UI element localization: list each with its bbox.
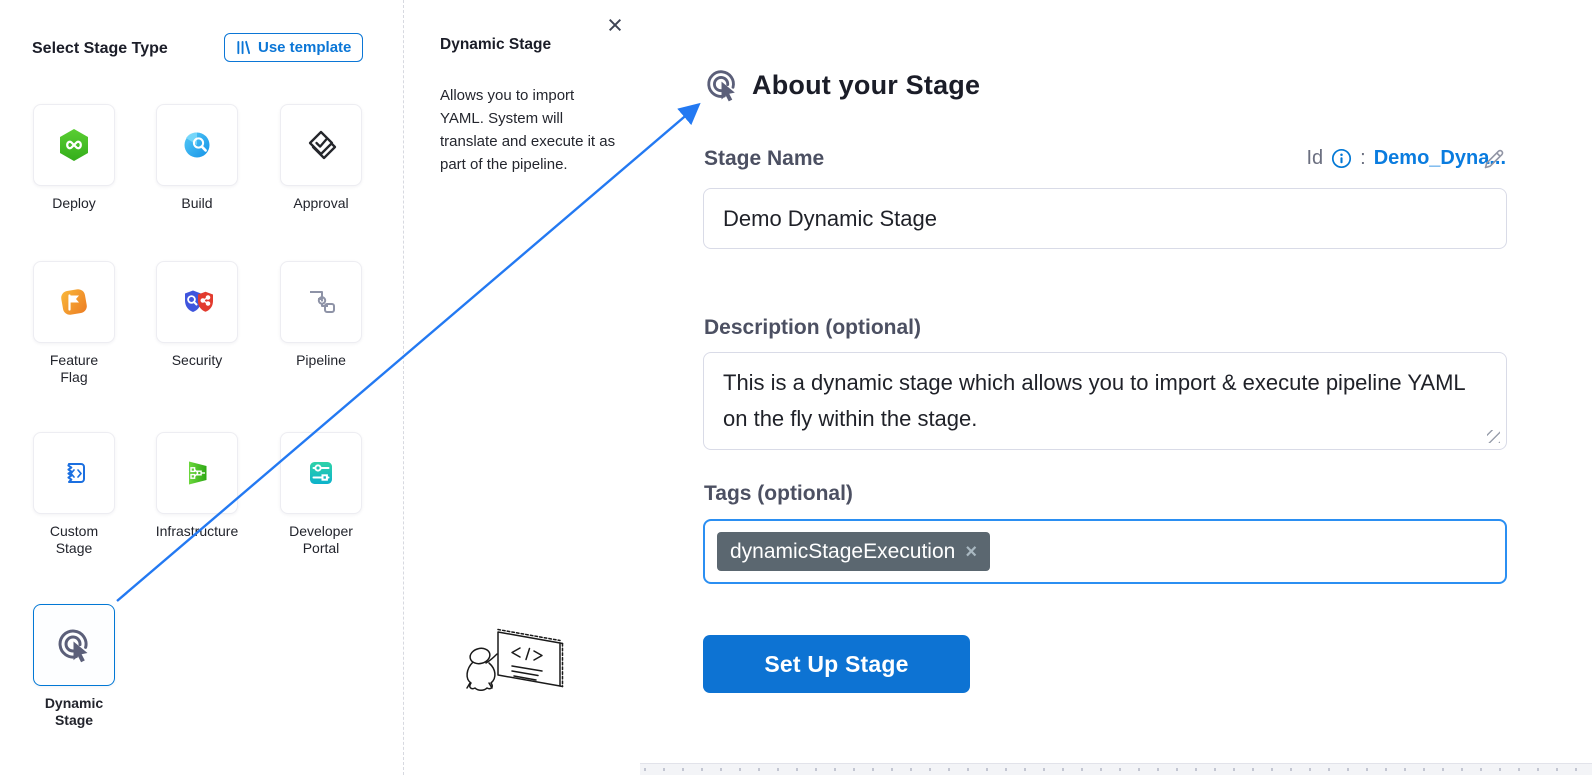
stage-label: Infrastructure xyxy=(155,523,239,539)
custom-stage-icon xyxy=(67,463,85,483)
about-stage-header: About your Stage xyxy=(703,66,980,104)
setup-stage-button[interactable]: Set Up Stage xyxy=(703,635,970,693)
tag-remove-icon[interactable]: × xyxy=(965,540,977,563)
approval-icon xyxy=(308,130,337,160)
description-label: Description (optional) xyxy=(704,316,921,339)
stage-type-security[interactable]: Security xyxy=(156,261,238,368)
infrastructure-icon xyxy=(189,461,207,485)
info-panel-description: Allows you to import YAML. System will t… xyxy=(440,87,616,173)
pipeline-icon xyxy=(310,291,335,313)
stage-label: Feature Flag xyxy=(49,352,99,385)
edit-pencil-icon[interactable] xyxy=(1482,147,1506,171)
use-template-label: Use template xyxy=(258,39,352,56)
close-icon[interactable]: × xyxy=(607,10,623,40)
info-panel-title: Dynamic Stage xyxy=(440,36,552,53)
tag-chip: dynamicStageExecution × xyxy=(717,532,990,571)
security-icon xyxy=(185,290,213,312)
whiteboard-doodle-illustration xyxy=(466,628,564,691)
description-textarea[interactable]: This is a dynamic stage which allows you… xyxy=(703,352,1507,450)
panel-title: Select Stage Type xyxy=(32,40,168,57)
id-colon: : xyxy=(1360,147,1366,169)
stage-type-approval[interactable]: Approval xyxy=(280,104,362,211)
stage-label: Approval xyxy=(293,195,349,211)
id-label: Id xyxy=(1306,147,1324,169)
tags-label: Tags (optional) xyxy=(704,482,853,505)
stage-label: Dynamic Stage xyxy=(44,695,104,728)
stage-label: Deploy xyxy=(52,195,96,211)
cursor-click-icon xyxy=(703,66,741,104)
info-icon[interactable] xyxy=(1331,148,1352,169)
stage-type-pipeline[interactable]: Pipeline xyxy=(280,261,362,368)
developer-portal-icon xyxy=(310,462,332,484)
stage-label: Pipeline xyxy=(296,352,346,368)
library-icon xyxy=(237,40,251,55)
stage-type-developer-portal[interactable]: Developer Portal xyxy=(280,432,362,556)
build-icon xyxy=(184,132,210,158)
stage-id-value[interactable]: Demo_Dyna... xyxy=(1373,147,1506,169)
deploy-icon xyxy=(60,129,88,161)
tags-input[interactable]: dynamicStageExecution × xyxy=(703,519,1507,584)
feature-flag-icon xyxy=(61,289,87,315)
stage-type-dynamic-stage[interactable]: Dynamic Stage xyxy=(33,604,115,728)
stage-type-feature-flag[interactable]: Feature Flag xyxy=(33,261,115,385)
stage-name-input[interactable] xyxy=(703,188,1507,249)
stage-label: Custom Stage xyxy=(49,523,99,556)
dynamic-stage-icon xyxy=(54,625,94,665)
stage-label: Security xyxy=(171,352,223,368)
stage-name-label: Stage Name xyxy=(704,147,825,170)
tag-chip-label: dynamicStageExecution xyxy=(730,539,956,563)
about-title: About your Stage xyxy=(752,69,981,100)
stage-type-deploy[interactable]: Deploy xyxy=(33,104,115,211)
use-template-button[interactable]: Use template xyxy=(224,33,364,62)
stage-type-infrastructure[interactable]: Infrastructure xyxy=(156,432,238,539)
stage-label: Developer Portal xyxy=(289,523,353,556)
stage-type-custom-stage[interactable]: Custom Stage xyxy=(33,432,115,556)
pipeline-canvas-strip xyxy=(640,763,1592,775)
stage-label: Build xyxy=(181,195,213,211)
stage-type-build[interactable]: Build xyxy=(156,104,238,211)
stage-id-row: Id : Demo_Dyna... xyxy=(1306,147,1506,170)
stage-type-panel: Select Stage Type Use template Deploy xyxy=(0,0,404,775)
